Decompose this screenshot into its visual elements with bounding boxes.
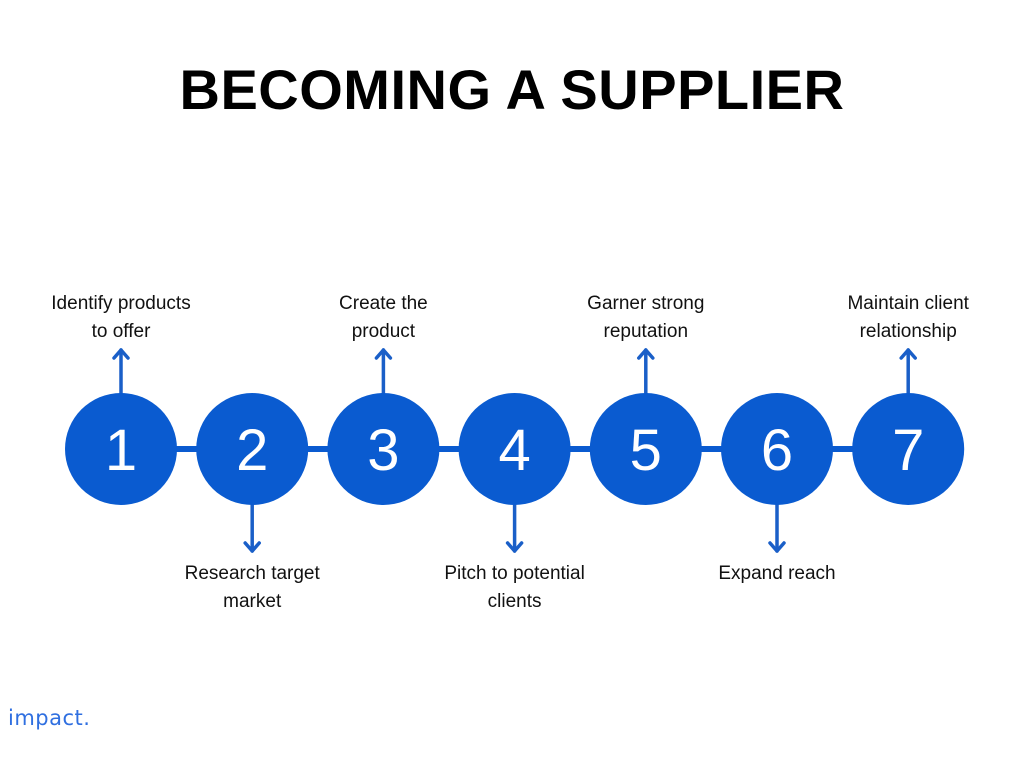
step-3: 3 Create the product: [327, 293, 440, 505]
step-6-circle: [721, 393, 833, 505]
step-2-label-line-2: market: [223, 591, 282, 612]
step-1-number: 1: [105, 418, 137, 483]
step-2-circle: [196, 393, 309, 505]
arrow-down-icon: [243, 541, 261, 553]
arrow-up-icon: [374, 348, 393, 360]
step-7-label-line-1: Maintain client: [847, 293, 969, 314]
step-5: 5 Garner strong reputation: [587, 293, 704, 505]
step-5-label-line-1: Garner strong: [587, 293, 704, 314]
arrow-down-icon: [505, 541, 524, 553]
step-6-label-line-1: Expand reach: [718, 563, 835, 584]
step-6-number: 6: [761, 418, 793, 483]
arrow-up-icon: [112, 348, 130, 360]
step-3-number: 3: [367, 418, 399, 483]
step-7-number: 7: [892, 418, 924, 483]
step-4-number: 4: [498, 418, 530, 483]
step-3-label-line-2: product: [352, 321, 416, 342]
step-7-circle: [852, 393, 965, 505]
step-1-label-line-1: Identify products: [51, 293, 190, 314]
step-5-circle: [589, 393, 702, 505]
step-1-label-line-2: to offer: [92, 321, 151, 342]
step-2-label-line-1: Research target: [185, 563, 321, 584]
step-5-label-line-2: reputation: [604, 321, 689, 342]
step-3-label-line-1: Create the: [339, 293, 428, 314]
step-1: 1 Identify products to offer: [51, 293, 191, 505]
step-5-number: 5: [630, 418, 662, 483]
arrow-up-icon: [899, 348, 917, 360]
step-7-label-line-2: relationship: [860, 321, 957, 342]
arrow-down-icon: [768, 541, 786, 553]
step-2-number: 2: [236, 418, 268, 483]
step-1-circle: [65, 393, 177, 505]
step-4-label-line-1: Pitch to potential: [444, 563, 584, 584]
step-4-label-line-2: clients: [488, 591, 542, 612]
step-7: 7 Maintain client relationship: [847, 293, 970, 505]
page-title: BECOMING A SUPPLIER: [179, 58, 845, 121]
impact-logo: impact.: [8, 706, 91, 730]
step-4-circle: [458, 393, 571, 505]
step-3-circle: [327, 393, 440, 505]
arrow-up-icon: [637, 348, 655, 360]
